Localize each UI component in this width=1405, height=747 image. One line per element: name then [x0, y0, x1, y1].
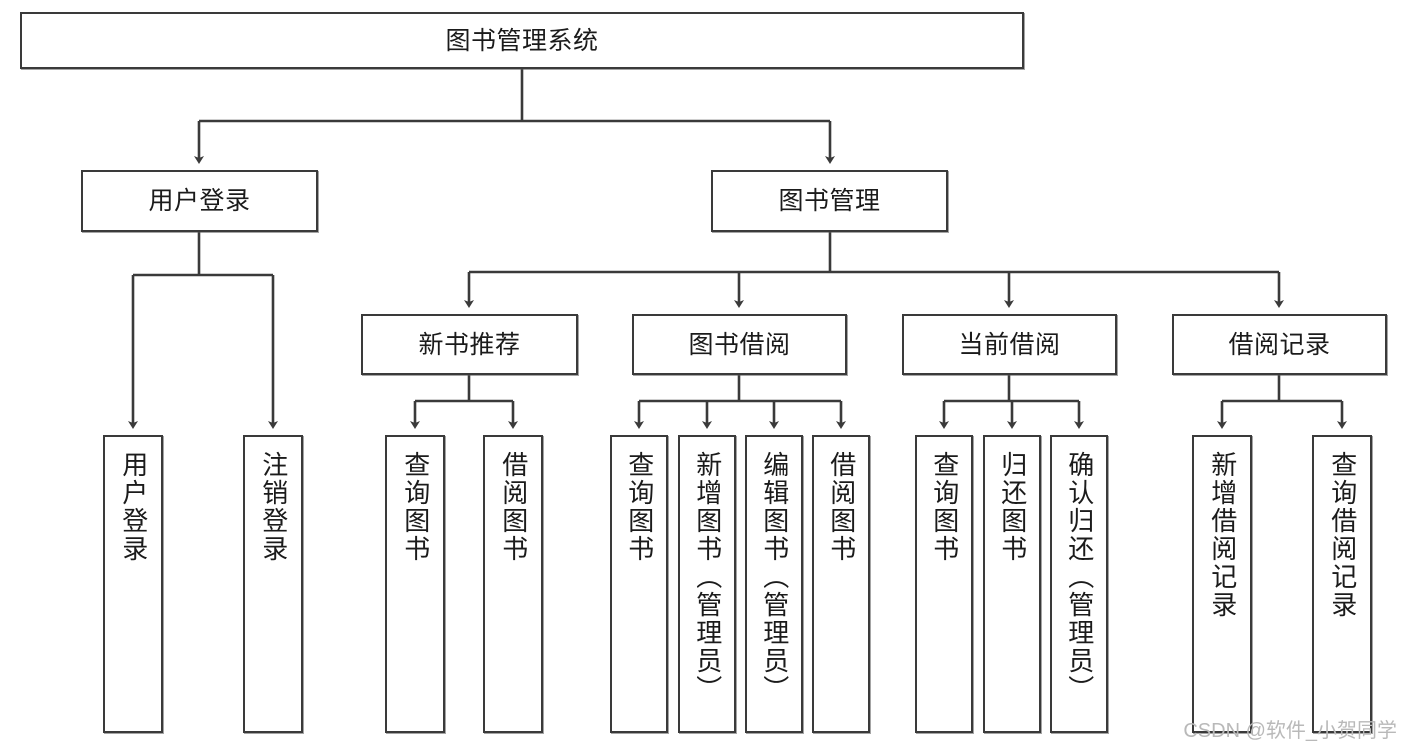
node-label: 用户登录 [118, 451, 149, 563]
csdn-watermark: CSDN @软件_小贺同学 [1183, 720, 1397, 742]
node-label: 图书借阅 [688, 330, 791, 359]
node-label: 查询借阅记录 [1327, 451, 1358, 619]
leaf-query-borrow-record[interactable]: 查询借阅记录 [1312, 435, 1372, 733]
node-label: 编辑图书（管理员） [759, 451, 790, 703]
node-label: 当前借阅 [958, 330, 1061, 359]
node-new-book-recommend[interactable]: 新书推荐 [361, 314, 578, 375]
node-label: 查询图书 [400, 451, 431, 563]
node-label: 查询图书 [929, 451, 960, 563]
leaf-logout[interactable]: 注销登录 [243, 435, 303, 733]
leaf-borrow-book[interactable]: 借阅图书 [812, 435, 870, 733]
leaf-add-book-admin[interactable]: 新增图书（管理员） [678, 435, 736, 733]
node-label: 注销登录 [258, 451, 289, 563]
node-borrow-records[interactable]: 借阅记录 [1172, 314, 1387, 375]
leaf-query-books-borrow[interactable]: 查询图书 [610, 435, 668, 733]
leaf-borrow-books-recommend[interactable]: 借阅图书 [483, 435, 543, 733]
node-book-borrow[interactable]: 图书借阅 [632, 314, 847, 375]
leaf-user-login[interactable]: 用户登录 [103, 435, 163, 733]
leaf-add-borrow-record[interactable]: 新增借阅记录 [1192, 435, 1252, 733]
node-label: 新书推荐 [418, 330, 521, 359]
node-label: 查询图书 [624, 451, 655, 563]
leaf-return-book[interactable]: 归还图书 [983, 435, 1041, 733]
node-label: 归还图书 [997, 451, 1028, 563]
leaf-edit-book-admin[interactable]: 编辑图书（管理员） [745, 435, 803, 733]
leaf-query-books-current[interactable]: 查询图书 [915, 435, 973, 733]
node-label: 用户登录 [148, 187, 251, 215]
node-label: 借阅图书 [826, 451, 857, 563]
node-label: 新增借阅记录 [1207, 451, 1238, 619]
node-label: 新增图书（管理员） [692, 451, 723, 703]
leaf-confirm-return-admin[interactable]: 确认归还（管理员） [1050, 435, 1108, 733]
node-label: 图书管理系统 [445, 26, 599, 55]
node-current-borrow[interactable]: 当前借阅 [902, 314, 1117, 375]
node-user-login[interactable]: 用户登录 [81, 170, 318, 232]
node-label: 借阅图书 [498, 451, 529, 563]
leaf-query-books-recommend[interactable]: 查询图书 [385, 435, 445, 733]
node-root-system[interactable]: 图书管理系统 [20, 12, 1024, 69]
node-label: 确认归还（管理员） [1064, 451, 1095, 703]
node-book-management[interactable]: 图书管理 [711, 170, 948, 232]
node-label: 图书管理 [778, 187, 881, 215]
node-label: 借阅记录 [1228, 330, 1331, 359]
